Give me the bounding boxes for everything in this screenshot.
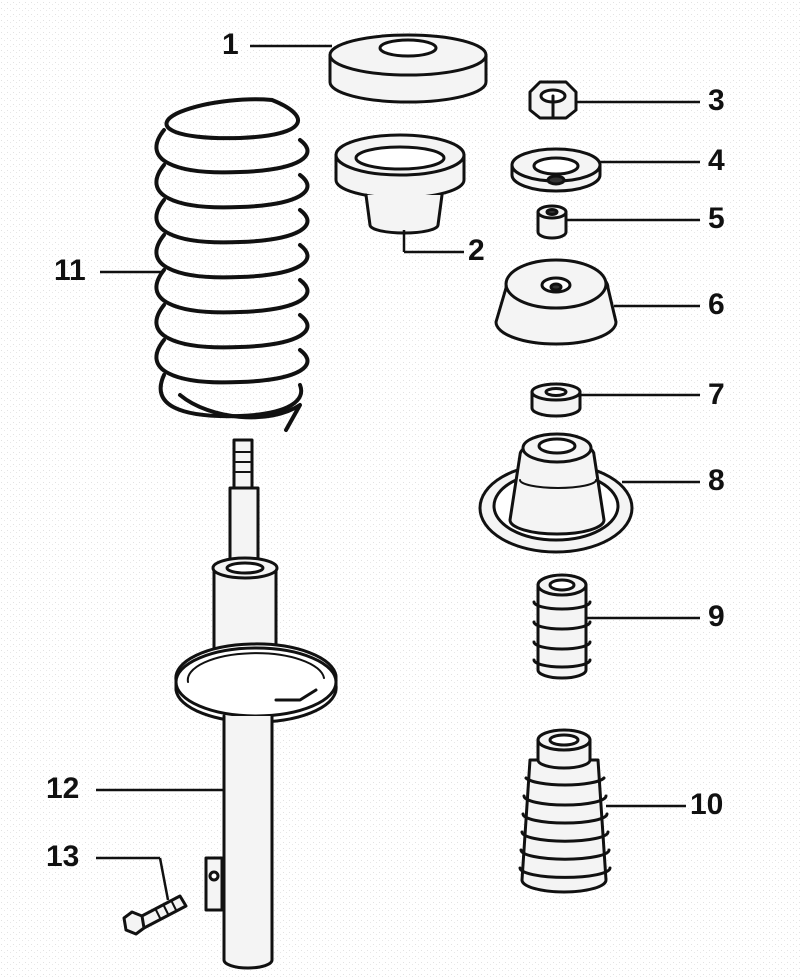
callout-2: 2 [468,234,485,267]
callout-10: 10 [690,788,724,821]
callout-8: 8 [708,464,725,497]
callout-11: 11 [54,254,86,287]
callout-3: 3 [708,84,725,117]
part-3-nut [528,80,578,120]
leader-13b [158,857,170,901]
callout-4: 4 [708,144,725,177]
part-8-bearing-seat [478,432,634,554]
leader-lines [96,44,700,901]
callout-5: 5 [708,202,725,235]
part-2-spring-seat [334,133,466,235]
part-10-dust-boot [518,728,612,894]
part-1-ring [328,33,488,104]
part-6-top-mount [494,258,618,346]
part-5-nut [536,204,568,240]
callout-7: 7 [708,378,725,411]
callout-6: 6 [708,288,725,321]
part-7-spacer [530,382,582,418]
callout-13: 13 [46,840,80,873]
callout-12: 12 [46,772,80,805]
part-11-coil-spring [154,97,310,432]
part-4-washer [510,147,602,193]
part-12-strut-body [174,438,338,970]
part-13-bolt [122,894,188,936]
part-9-bump-stop [532,573,592,680]
callout-9: 9 [708,600,725,633]
callout-1: 1 [222,28,239,61]
